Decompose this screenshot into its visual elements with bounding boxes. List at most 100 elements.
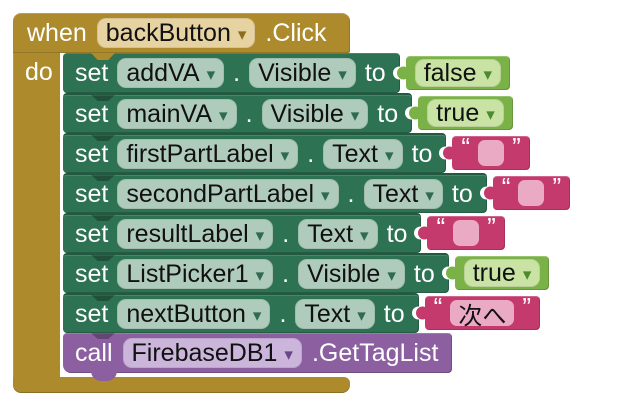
dropdown-caret-icon: ▾ bbox=[483, 64, 493, 84]
do-keyword: do bbox=[25, 58, 53, 86]
property-dropdown[interactable]: Visible ▾ bbox=[261, 99, 369, 129]
set-keyword: set bbox=[75, 139, 109, 168]
property-dropdown[interactable]: Visible ▾ bbox=[249, 58, 356, 88]
set-statement-row: set mainVA ▾ . Visible ▾ to true ▾ bbox=[63, 93, 513, 133]
to-keyword: to bbox=[386, 219, 408, 248]
event-component-dropdown[interactable]: backButton ▾ bbox=[96, 18, 256, 48]
dropdown-caret-icon: ▾ bbox=[255, 225, 265, 245]
dropdown-caret-icon: ▾ bbox=[338, 64, 347, 84]
component-dropdown[interactable]: ListPicker1 ▾ bbox=[117, 259, 274, 289]
set-addVA-visible-block[interactable]: set addVA ▾ . Visible ▾ to bbox=[63, 53, 400, 93]
dot-separator: . bbox=[282, 259, 290, 288]
component-name: FirebaseDB1 bbox=[131, 338, 278, 367]
set-mainVA-visible-block[interactable]: set mainVA ▾ . Visible ▾ to bbox=[63, 93, 413, 133]
component-dropdown[interactable]: nextButton ▾ bbox=[117, 299, 271, 329]
logic-value: true bbox=[472, 258, 516, 287]
dropdown-caret-icon: ▾ bbox=[385, 145, 394, 165]
logic-true-block[interactable]: true ▾ bbox=[418, 96, 513, 130]
when-keyword: when bbox=[27, 18, 87, 47]
text-string-block[interactable]: “ ” bbox=[492, 172, 571, 210]
logic-value-dropdown[interactable]: true ▾ bbox=[463, 258, 541, 287]
property-dropdown[interactable]: Text ▾ bbox=[298, 219, 378, 249]
component-dropdown[interactable]: secondPartLabel ▾ bbox=[117, 179, 339, 209]
set-statement-row: set resultLabel ▾ . Text ▾ to “ ” bbox=[63, 213, 505, 253]
call-FirebaseDB1-GetTagList-block[interactable]: call FirebaseDB1 ▾ .GetTagList bbox=[63, 333, 453, 381]
to-keyword: to bbox=[413, 259, 435, 288]
property-name: Visible bbox=[258, 58, 332, 87]
text-field[interactable]: 次へ bbox=[450, 300, 515, 330]
dropdown-caret-icon: ▾ bbox=[425, 185, 434, 205]
when-event-block-header[interactable]: when backButton ▾ .Click bbox=[13, 13, 350, 53]
property-name: Visible bbox=[270, 99, 344, 128]
component-name: firstPartLabel bbox=[126, 139, 274, 168]
component-name: secondPartLabel bbox=[126, 179, 314, 208]
text-field[interactable] bbox=[453, 220, 480, 246]
component-dropdown[interactable]: firstPartLabel ▾ bbox=[117, 139, 299, 169]
call-component-dropdown[interactable]: FirebaseDB1 ▾ bbox=[122, 338, 302, 368]
text-field[interactable] bbox=[518, 180, 545, 206]
dot-separator: . bbox=[233, 58, 241, 87]
component-dropdown[interactable]: addVA ▾ bbox=[117, 58, 225, 88]
logic-value: false bbox=[423, 58, 477, 87]
dropdown-caret-icon: ▾ bbox=[252, 305, 262, 325]
set-secondPartLabel-text-block[interactable]: set secondPartLabel ▾ . Text ▾ to bbox=[63, 173, 487, 213]
call-keyword: call bbox=[75, 338, 113, 367]
event-component-name: backButton bbox=[105, 18, 231, 47]
text-field[interactable] bbox=[478, 140, 505, 166]
dot-separator: . bbox=[245, 99, 253, 128]
set-keyword: set bbox=[75, 179, 109, 208]
logic-false-block[interactable]: false ▾ bbox=[405, 56, 511, 90]
to-keyword: to bbox=[377, 99, 399, 128]
open-quote: “ bbox=[433, 292, 443, 322]
set-ListPicker1-visible-block[interactable]: set ListPicker1 ▾ . Visible ▾ to bbox=[63, 253, 449, 293]
component-name: mainVA bbox=[126, 99, 213, 128]
to-keyword: to bbox=[411, 139, 433, 168]
set-keyword: set bbox=[75, 219, 109, 248]
property-dropdown[interactable]: Text ▾ bbox=[295, 299, 375, 329]
text-string-block[interactable]: “ ” bbox=[452, 132, 530, 170]
to-keyword: to bbox=[364, 58, 386, 87]
dot-separator: . bbox=[282, 219, 290, 248]
property-dropdown[interactable]: Text ▾ bbox=[363, 179, 443, 209]
property-name: Text bbox=[372, 179, 419, 208]
logic-value-dropdown[interactable]: false ▾ bbox=[414, 58, 502, 87]
set-resultLabel-text-block[interactable]: set resultLabel ▾ . Text ▾ to bbox=[63, 213, 422, 253]
when-event-block-spine[interactable]: do bbox=[13, 53, 60, 377]
component-dropdown[interactable]: mainVA ▾ bbox=[117, 99, 237, 129]
set-statement-row: set nextButton ▾ . Text ▾ to “ 次へ ” bbox=[63, 293, 540, 333]
close-quote: ” bbox=[522, 292, 531, 322]
component-name: ListPicker1 bbox=[126, 259, 249, 288]
dropdown-caret-icon: ▾ bbox=[522, 264, 532, 284]
logic-true-block[interactable]: true ▾ bbox=[454, 256, 550, 290]
close-quote: ” bbox=[552, 172, 562, 202]
dropdown-caret-icon: ▾ bbox=[357, 305, 366, 325]
text-string-block[interactable]: “ 次へ ” bbox=[424, 292, 540, 330]
event-name: .Click bbox=[265, 18, 327, 47]
call-statement-row: call FirebaseDB1 ▾ .GetTagList bbox=[63, 333, 453, 381]
logic-value-dropdown[interactable]: true ▾ bbox=[427, 99, 504, 127]
property-name: Text bbox=[304, 299, 351, 328]
to-keyword: to bbox=[383, 299, 405, 328]
component-dropdown[interactable]: resultLabel ▾ bbox=[117, 219, 274, 249]
dropdown-caret-icon: ▾ bbox=[237, 24, 247, 44]
dropdown-caret-icon: ▾ bbox=[206, 64, 216, 84]
dropdown-caret-icon: ▾ bbox=[360, 225, 369, 245]
close-quote: ” bbox=[512, 132, 521, 162]
property-dropdown[interactable]: Text ▾ bbox=[323, 139, 403, 169]
set-keyword: set bbox=[75, 58, 109, 87]
close-quote: ” bbox=[487, 212, 496, 242]
dot-separator: . bbox=[279, 299, 287, 328]
method-name: .GetTagList bbox=[311, 338, 439, 367]
component-name: resultLabel bbox=[126, 219, 249, 248]
text-string-block[interactable]: “ ” bbox=[427, 212, 505, 250]
dropdown-caret-icon: ▾ bbox=[387, 265, 396, 285]
set-firstPartLabel-text-block[interactable]: set firstPartLabel ▾ . Text ▾ to bbox=[63, 133, 447, 173]
property-dropdown[interactable]: Visible ▾ bbox=[298, 259, 405, 289]
property-name: Text bbox=[332, 139, 379, 168]
when-event-block-footer bbox=[13, 377, 350, 393]
component-name: nextButton bbox=[126, 299, 246, 328]
set-nextButton-text-block[interactable]: set nextButton ▾ . Text ▾ to bbox=[63, 293, 419, 333]
dot-separator: . bbox=[347, 179, 355, 208]
open-quote: “ bbox=[501, 172, 511, 202]
